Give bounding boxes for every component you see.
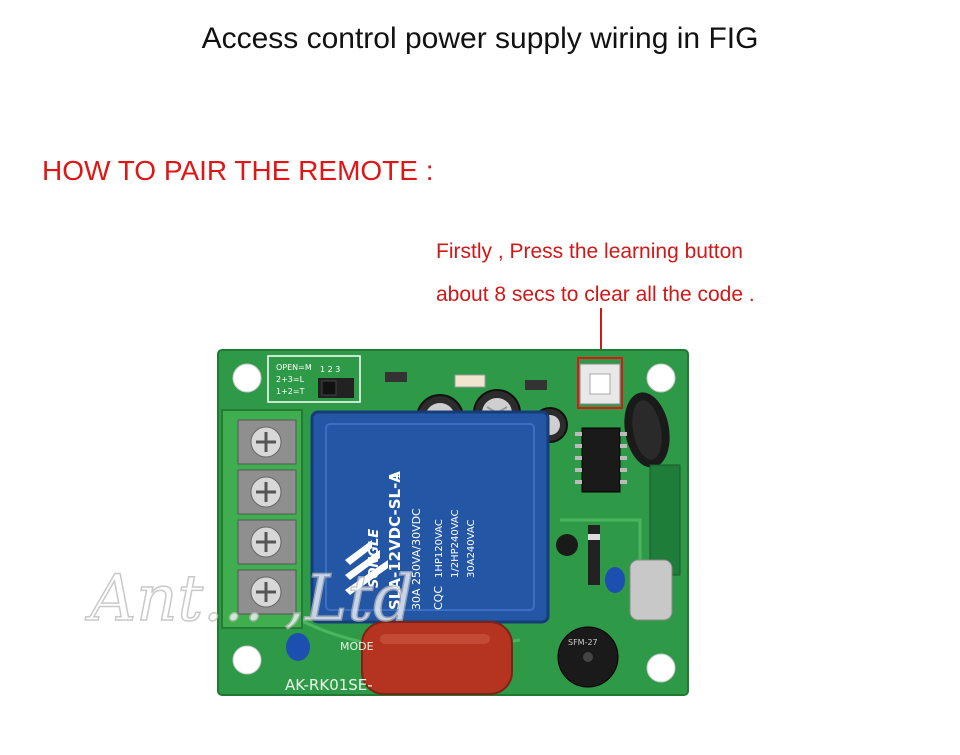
- svg-text:SLA-12VDC-SL-A: SLA-12VDC-SL-A: [386, 471, 404, 610]
- svg-text:2+3=L: 2+3=L: [276, 375, 305, 384]
- svg-text:30A240VAC: 30A240VAC: [466, 519, 477, 578]
- mount-hole: [646, 363, 676, 393]
- page-title: Access control power supply wiring in FI…: [201, 22, 759, 55]
- svg-text:1HP120VAC: 1HP120VAC: [434, 519, 445, 578]
- mount-hole: [232, 645, 262, 675]
- svg-text:1: 1: [390, 473, 403, 480]
- relay: SONGLE SLA-12VDC-SL-A 30A 250VA/30VDC 1 …: [310, 410, 550, 624]
- terminal-screw: [237, 469, 297, 515]
- terminal-block: [221, 409, 303, 629]
- svg-text:AK-RK01SE-: AK-RK01SE-: [285, 676, 373, 694]
- antenna-coil: [624, 392, 670, 468]
- watermark: Ant... ,Ltd: [85, 562, 414, 636]
- buzzer: SFM-27: [557, 626, 619, 688]
- mount-hole: [232, 363, 262, 393]
- svg-text:1+2=T: 1+2=T: [276, 387, 305, 396]
- learning-button-highlight: [577, 357, 623, 409]
- film-capacitor: [361, 621, 513, 695]
- svg-text:1/2HP240VAC: 1/2HP240VAC: [450, 509, 461, 578]
- instruction-line-2: about 8 secs to clear all the code .: [436, 283, 755, 306]
- svg-text:CQC: CQC: [432, 586, 445, 610]
- rf-module: [649, 464, 681, 576]
- svg-text:MODE: MODE: [340, 640, 374, 653]
- diode: [588, 525, 600, 585]
- svg-text:SFM-27: SFM-27: [568, 638, 598, 647]
- terminal-screw: [237, 569, 297, 615]
- crystal-oscillator: [629, 559, 673, 621]
- ceramic-capacitor: [605, 567, 625, 593]
- svg-text:1 2 3: 1 2 3: [320, 365, 340, 374]
- jumper-header: OPEN=M 2+3=L 1+2=T 1 2 3: [267, 355, 361, 403]
- ceramic-capacitor: [286, 633, 310, 661]
- svg-text:30A 250VA/30VDC: 30A 250VA/30VDC: [410, 508, 423, 610]
- section-heading: HOW TO PAIR THE REMOTE :: [42, 155, 434, 186]
- decoder-ic: [575, 427, 627, 493]
- terminal-screw: [237, 419, 297, 465]
- learning-button: [579, 363, 621, 405]
- svg-text:OPEN=M: OPEN=M: [276, 363, 312, 372]
- terminal-screw: [237, 519, 297, 565]
- songle-logo-icon: [345, 540, 388, 595]
- instruction-line-1: Firstly , Press the learning button: [436, 240, 743, 263]
- mount-hole: [646, 653, 676, 683]
- transistor: [556, 534, 578, 556]
